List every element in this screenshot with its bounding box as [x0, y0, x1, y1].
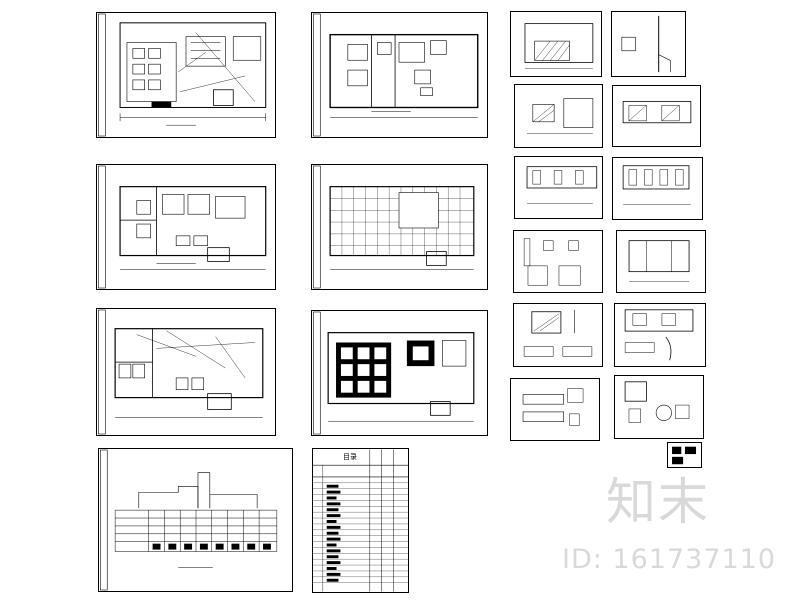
detail-sheet-10 — [614, 303, 706, 367]
detail-drawing — [523, 238, 581, 286]
floor-plan-drawing — [98, 165, 267, 289]
detail-drawing — [526, 166, 598, 204]
detail-drawing — [527, 98, 594, 134]
detail-drawing — [523, 309, 593, 357]
watermark-logo: 知末 — [606, 473, 710, 531]
detail-sheet-13 — [667, 442, 702, 468]
detail-drawing — [621, 15, 671, 73]
detail-sheet-9 — [513, 303, 603, 367]
detail-sheet-12 — [614, 375, 704, 439]
detail-drawing — [622, 101, 692, 124]
detail-sheet-7 — [513, 230, 603, 293]
detail-sheet-4 — [612, 85, 701, 147]
detail-sheet-6 — [612, 157, 703, 220]
detail-sheet-2 — [611, 11, 686, 77]
floor-plan-drawing — [313, 13, 479, 137]
drawing-sheet-floor-plan-4 — [311, 12, 488, 138]
drawing-sheet-floor-plan-1 — [96, 12, 276, 138]
elevation-table-drawing — [100, 449, 278, 591]
drawing-sheet-ceiling-plan-1 — [311, 164, 488, 290]
detail-drawing — [522, 388, 584, 426]
drawing-sheet-index: 目录 — [312, 448, 409, 593]
floor-plan-drawing — [98, 13, 267, 137]
detail-sheet-11 — [510, 378, 600, 441]
detail-sheet-3 — [514, 84, 603, 148]
watermark-id: ID: 161737110 — [562, 544, 777, 575]
detail-drawing — [624, 381, 690, 423]
drawing-index-title: 目录 — [343, 453, 357, 461]
drawing-sheet-elevation-table — [98, 448, 293, 592]
detail-sheet-1 — [510, 11, 602, 77]
detail-drawing — [622, 165, 691, 205]
drawing-sheet-floor-plan-3 — [96, 308, 276, 436]
detail-drawing — [672, 446, 697, 465]
detail-sheet-5 — [514, 156, 603, 219]
detail-sheet-8 — [616, 230, 706, 293]
detail-drawing — [628, 240, 690, 282]
detail-drawing — [524, 23, 594, 69]
drawing-sheet-ceiling-plan-2 — [311, 310, 488, 436]
ceiling-plan-drawing — [313, 311, 475, 435]
detail-drawing — [624, 309, 694, 361]
drawing-sheet-floor-plan-2 — [96, 164, 276, 290]
floor-plan-drawing — [98, 309, 264, 435]
drawing-index-table — [313, 449, 408, 592]
ceiling-plan-drawing — [313, 165, 475, 289]
